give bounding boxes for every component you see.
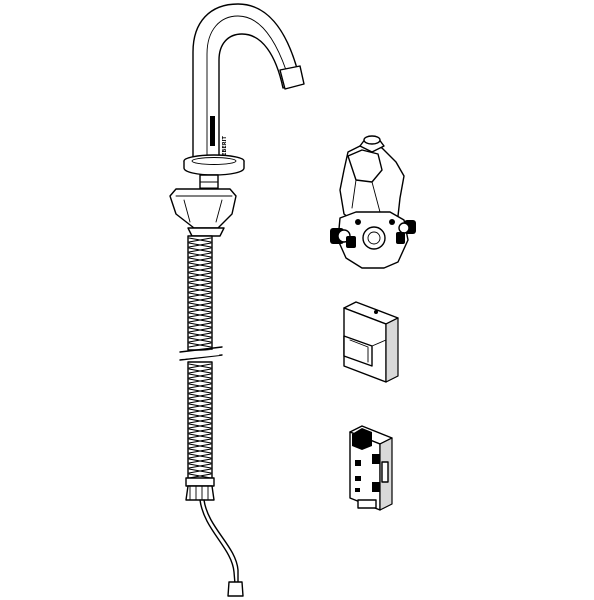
- sensor-cable: [199, 499, 244, 597]
- mounting-shank: [169, 174, 237, 237]
- mounting-body: [330, 135, 416, 269]
- control-module: [349, 425, 393, 511]
- center-port-icon: [362, 226, 386, 250]
- cable-plug-icon: [227, 581, 244, 597]
- braided-hose: [179, 235, 223, 501]
- cover-cap: [343, 301, 399, 383]
- brand-logo: GEBERIT: [222, 136, 228, 160]
- left-valve-icon: [330, 228, 356, 248]
- sensor-window-icon: [210, 116, 215, 146]
- right-valve-icon: [396, 220, 416, 244]
- tap-spout: GEBERIT: [183, 3, 305, 176]
